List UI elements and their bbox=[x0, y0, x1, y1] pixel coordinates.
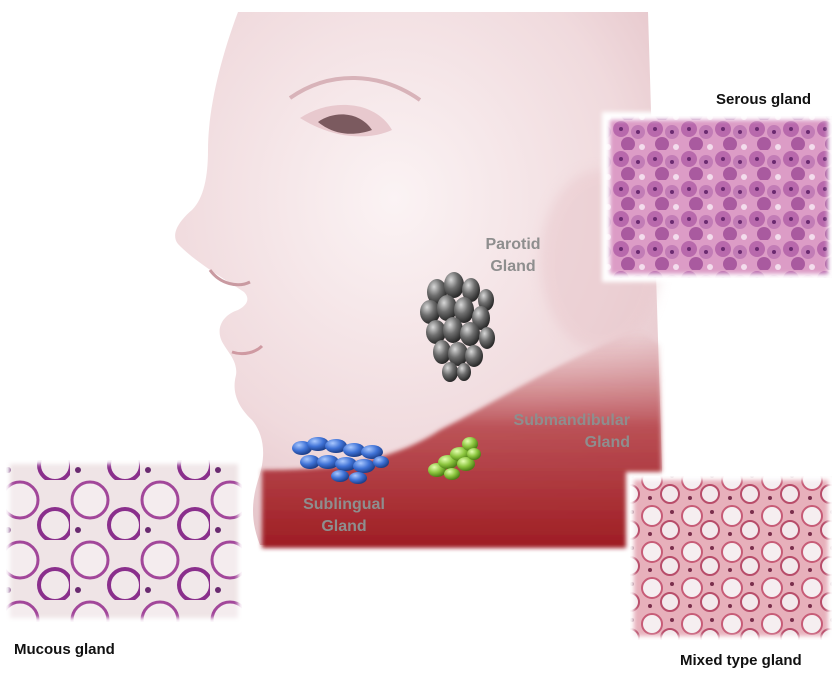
mucous-gland-caption: Mucous gland bbox=[14, 641, 115, 658]
parotid-label-line2: Gland bbox=[478, 256, 548, 278]
serous-gland-image bbox=[606, 116, 832, 278]
submandibular-gland-label: Submandibular Gland bbox=[480, 410, 630, 454]
sublingual-gland-label: Sublingual Gland bbox=[296, 494, 392, 538]
submandibular-label-line2: Gland bbox=[480, 432, 630, 454]
parotid-gland-label: Parotid Gland bbox=[478, 234, 548, 278]
mixed-gland-image bbox=[630, 476, 832, 640]
submandibular-label-line1: Submandibular bbox=[480, 410, 630, 432]
serous-gland-caption: Serous gland bbox=[716, 91, 811, 108]
sublingual-label-line1: Sublingual bbox=[296, 494, 392, 516]
mixed-gland-caption: Mixed type gland bbox=[680, 652, 802, 669]
sublingual-label-line2: Gland bbox=[296, 516, 392, 538]
mucous-gland-image bbox=[6, 460, 242, 622]
parotid-label-line1: Parotid bbox=[478, 234, 548, 256]
